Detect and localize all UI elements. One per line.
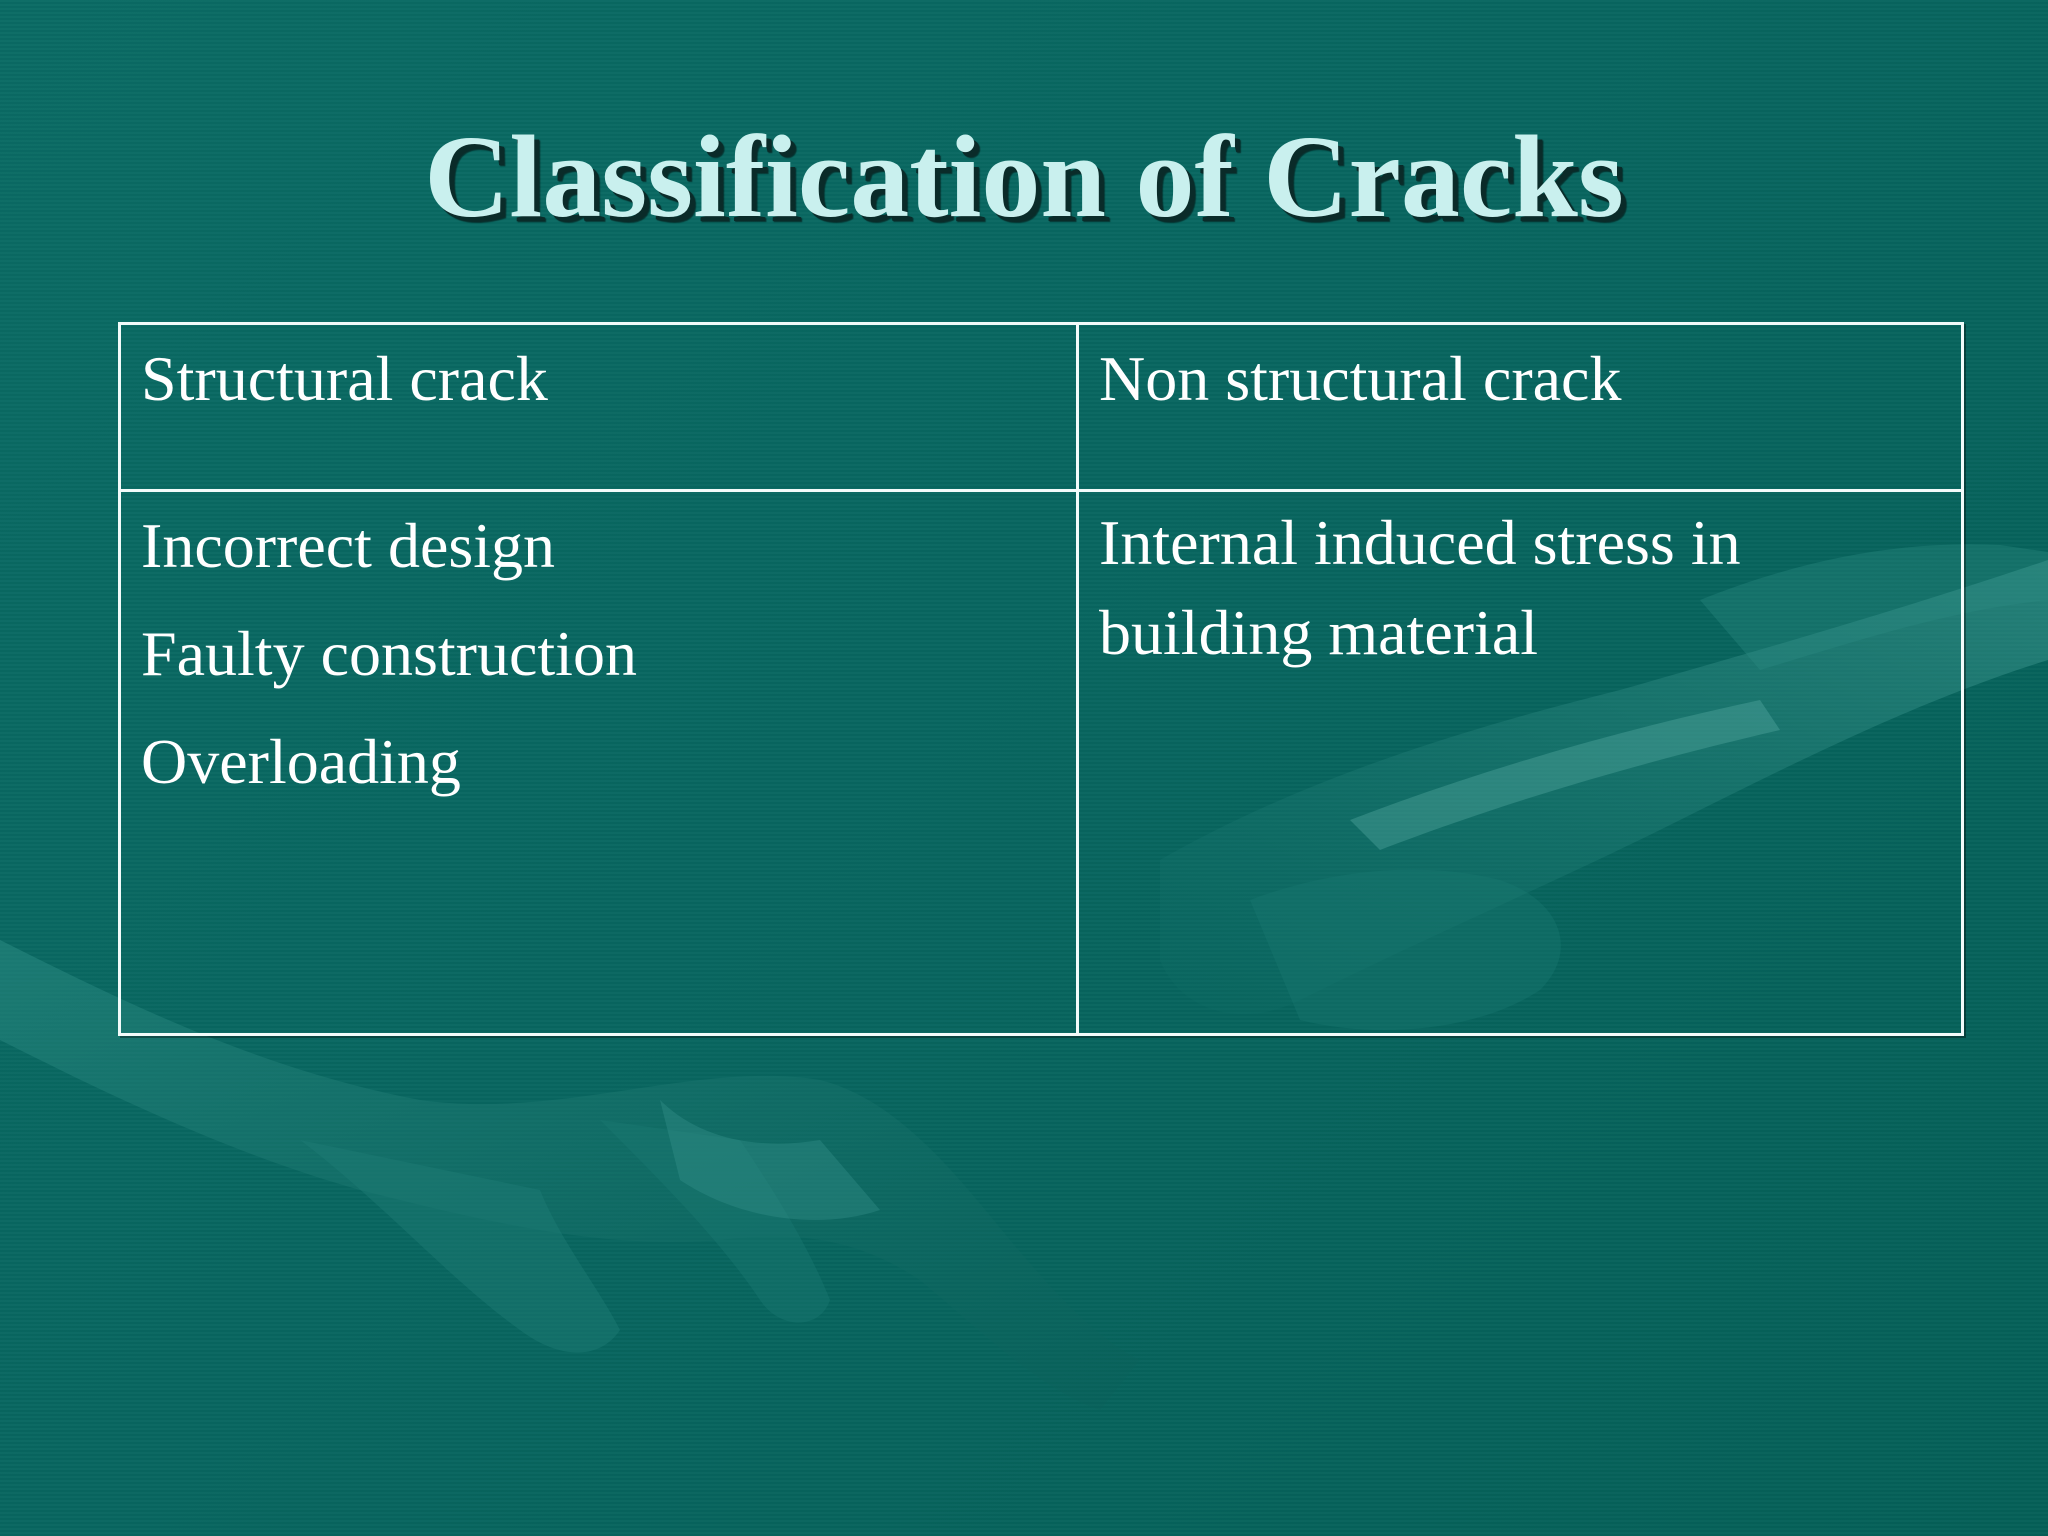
header-cell-non-structural: Non structural crack <box>1076 322 1964 492</box>
crack-classification-table: Structural crack Non structural crack In… <box>118 322 1964 1036</box>
table-header-row: Structural crack Non structural crack <box>118 322 1964 492</box>
cause-incorrect-design: Incorrect design <box>141 510 556 581</box>
header-structural-crack: Structural crack <box>141 343 548 414</box>
header-cell-structural: Structural crack <box>118 322 1079 492</box>
structural-causes-cell: Incorrect design Faulty construction Ove… <box>118 489 1079 1036</box>
header-non-structural-crack: Non structural crack <box>1099 343 1622 414</box>
non-structural-causes-cell: Internal induced stress in building mate… <box>1076 489 1964 1036</box>
slide-title: Classification of Cracks <box>424 111 1624 242</box>
cause-overloading: Overloading <box>141 726 461 797</box>
cause-internal-induced-stress: Internal induced stress in building mate… <box>1099 507 1741 668</box>
cause-faulty-construction: Faulty construction <box>141 618 637 689</box>
table-body-row: Incorrect design Faulty construction Ove… <box>118 489 1964 1036</box>
